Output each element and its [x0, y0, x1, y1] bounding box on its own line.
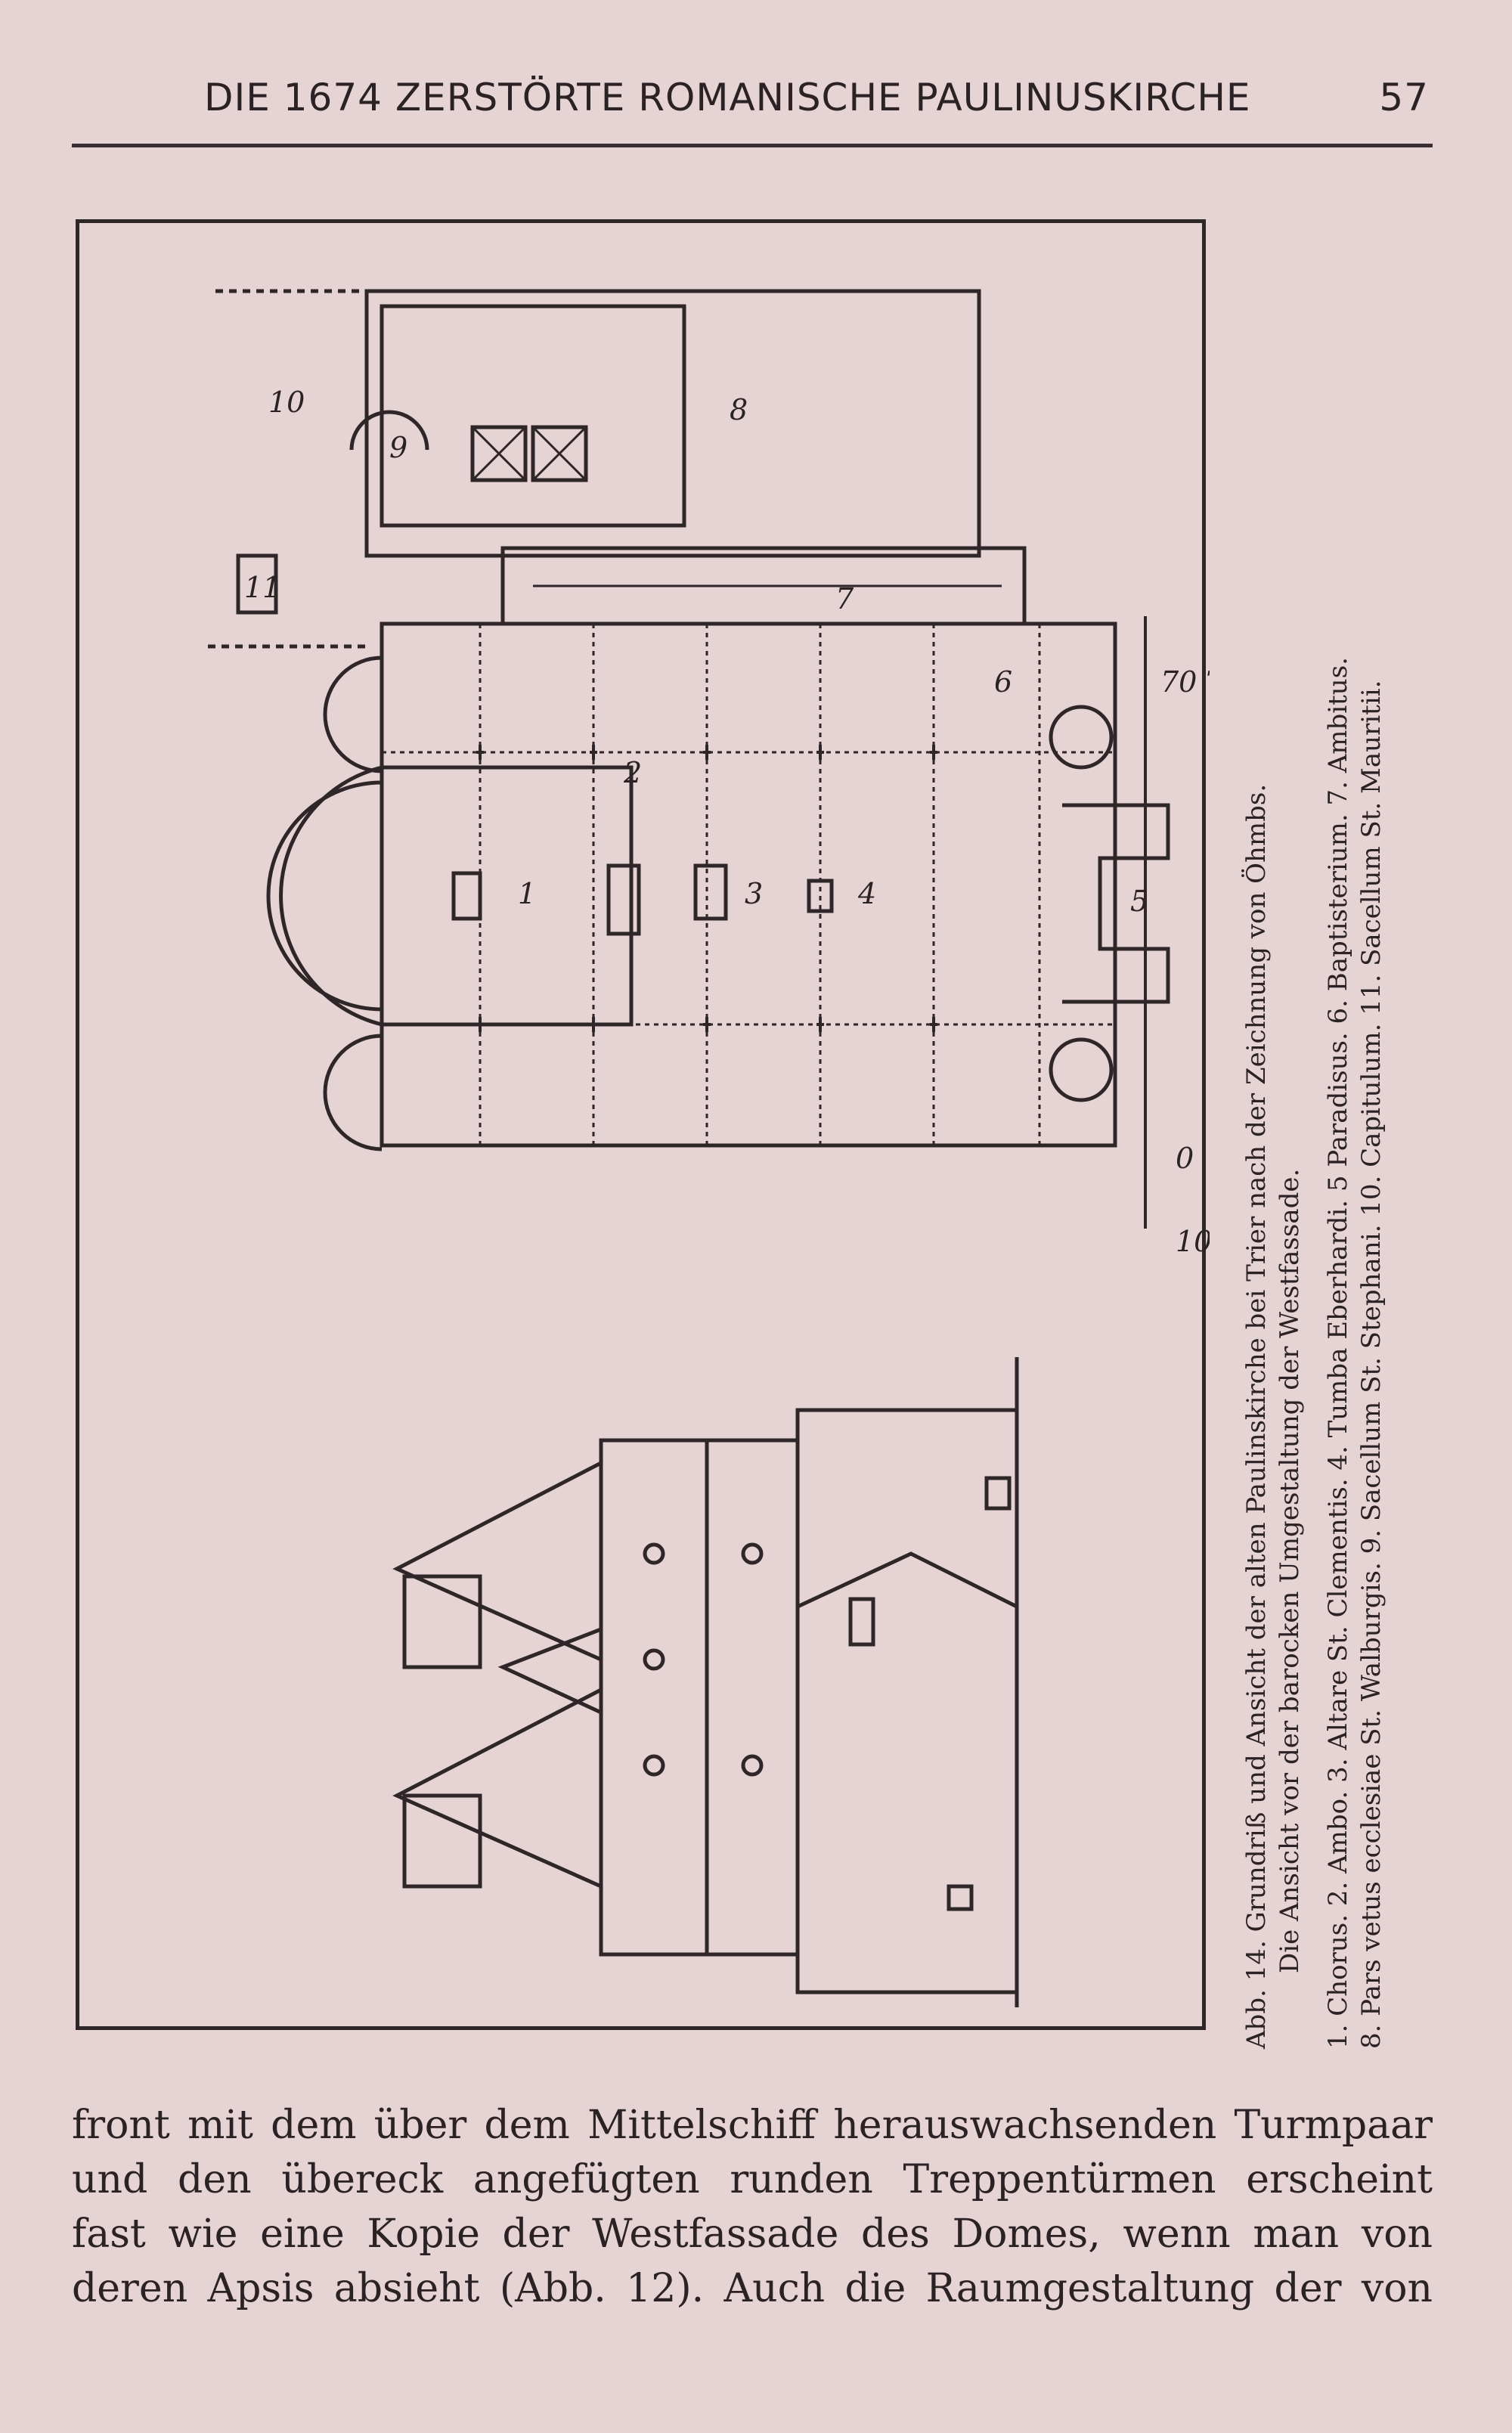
- chorus-altar: [451, 871, 482, 921]
- caption-legend-2: 8. Pars vetus ecclesiae St. Walburgis. 9…: [1356, 680, 1387, 2049]
- scale-label-0: 0: [1176, 1142, 1194, 1175]
- north-apse: [323, 656, 383, 773]
- spire-middle: [497, 1627, 603, 1715]
- plan-label-4: 4: [857, 877, 876, 910]
- plan-labels: 1 2 3 4 5 6 7 8 9 10 11 10 0 70 Trier Fu…: [244, 386, 1210, 1258]
- body-line-3: fast wie eine Kopie der Westfassade des …: [72, 2211, 1433, 2257]
- elevation: [392, 1357, 1019, 2007]
- north-stair-tower: [1049, 705, 1114, 770]
- plan-label-1: 1: [518, 877, 536, 910]
- body-line-2: und den übereck angefügten runden Treppe…: [72, 2157, 1433, 2202]
- scale-label-fuss: 70 Trier Fuss: [1160, 665, 1210, 699]
- south-apse: [323, 1034, 383, 1151]
- small-window: [947, 1884, 974, 1911]
- ambo: [606, 863, 641, 936]
- center-gable: [796, 1551, 1018, 1609]
- plan-label-8: 8: [730, 393, 748, 426]
- plan-label-6: 6: [994, 665, 1012, 699]
- main-apse-inner: [266, 780, 383, 1012]
- plan-label-2: 2: [623, 756, 642, 789]
- st-walburgis-inner: [380, 304, 686, 528]
- caption-line-1: Abb. 14. Grundriß und Ansicht der alten …: [1241, 783, 1272, 2049]
- tumba-eberhardi: [807, 879, 834, 913]
- body-text: front mit dem über dem Mittelschiff hera…: [72, 2098, 1433, 2316]
- plan-label-7: 7: [835, 582, 854, 615]
- nave-window: [848, 1597, 875, 1647]
- body-line-4: deren Apsis absieht (Abb. 12). Auch die …: [72, 2266, 1433, 2311]
- tower-square-2: [531, 425, 588, 482]
- tower-square-1: [470, 425, 528, 482]
- paradisus: [1062, 803, 1170, 1004]
- spire-north: [392, 1461, 603, 1662]
- plan-label-9: 9: [389, 431, 407, 464]
- caption-line-2: Die Ansicht vor der barocken Umgestaltun…: [1275, 1168, 1305, 1973]
- plan-label-5: 5: [1130, 885, 1148, 918]
- running-head: DIE 1674 ZERSTÖRTE ROMANISCHE PAULINUSKI…: [204, 76, 1429, 129]
- tower-upper-north: [402, 1574, 482, 1669]
- piers: [476, 745, 937, 1032]
- body-line-1: front mit dem über dem Mittelschiff hera…: [72, 2103, 1433, 2148]
- caption-legend-1: 1. Chorus. 2. Ambo. 3. Altare St. Clemen…: [1323, 657, 1353, 2049]
- tower-upper-south: [402, 1793, 482, 1889]
- main-apse: [279, 765, 383, 1027]
- choir-walls: [380, 765, 634, 1027]
- altar-st-clementis: [693, 863, 728, 921]
- ambitus-outer: [500, 546, 1027, 624]
- header-rule: [72, 144, 1433, 147]
- page-number: 57: [1379, 76, 1429, 119]
- st-mauritii: [236, 553, 278, 615]
- plan-label-10: 10: [268, 386, 305, 419]
- figure-caption: Abb. 14. Grundriß und Ansicht der alten …: [1240, 212, 1414, 2049]
- running-title: DIE 1674 ZERSTÖRTE ROMANISCHE PAULINUSKI…: [204, 76, 1251, 119]
- plan-label-3: 3: [745, 877, 763, 910]
- figure-14: 1 2 3 4 5 6 7 8 9 10 11 10 0 70 Trier Fu…: [76, 219, 1210, 2030]
- nave-body: [795, 1408, 1019, 1994]
- st-walburgis: [364, 289, 981, 558]
- ground-plan: [208, 289, 1170, 1229]
- st-stephani: [349, 410, 429, 451]
- spire-south: [392, 1688, 603, 1889]
- figure-drawing: 1 2 3 4 5 6 7 8 9 10 11 10 0 70 Trier Fu…: [208, 289, 1210, 2007]
- plan-label-11: 11: [244, 571, 280, 604]
- west-block: [599, 1438, 800, 1957]
- scale-label-10: 10: [1176, 1225, 1210, 1258]
- south-stair-tower: [1049, 1037, 1114, 1102]
